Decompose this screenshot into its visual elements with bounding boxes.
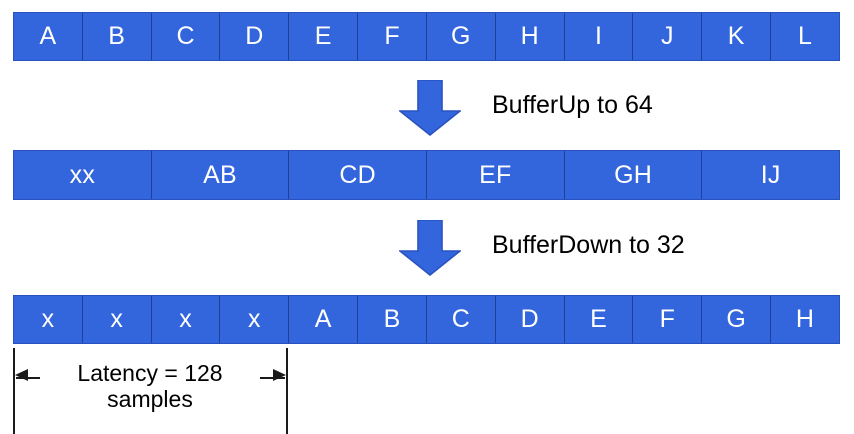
buffer-cell: B	[82, 13, 152, 60]
latency-label-line2: samples	[40, 386, 260, 412]
buffer-cell: F	[358, 13, 427, 60]
arrow-left-icon	[15, 369, 28, 381]
latency-annotation: Latency = 128 samples	[0, 344, 420, 434]
buffer-cell: EF	[427, 151, 565, 199]
buffer-cell: x	[151, 296, 221, 343]
buffer-cell: D	[220, 13, 290, 60]
latency-label-line1: Latency = 128	[40, 360, 260, 386]
arrow-right-icon	[273, 369, 286, 381]
buffer-cell: x	[82, 296, 152, 343]
buffer-cell: I	[564, 13, 634, 60]
latency-tick-right	[286, 348, 288, 434]
latency-label: Latency = 128 samples	[40, 360, 260, 412]
buffer-cell: C	[426, 296, 496, 343]
buffer-cell: G	[702, 296, 772, 343]
down-block-arrow-icon	[399, 80, 461, 136]
buffer-cell: x	[14, 296, 83, 343]
buffer-cell: K	[702, 13, 772, 60]
buffer-cell: x	[220, 296, 290, 343]
buffer-cell: E	[564, 296, 634, 343]
buffer-cell: A	[289, 296, 359, 343]
bufferup-caption: BufferUp to 64	[492, 91, 653, 119]
buffer-cell: GH	[564, 151, 703, 199]
buffer-cell: J	[633, 13, 703, 60]
latency-tick-left	[13, 348, 15, 434]
buffer-cell: AB	[151, 151, 290, 199]
buffer-cell: C	[151, 13, 221, 60]
buffer-cell: D	[495, 296, 565, 343]
buffer-cell: A	[14, 13, 83, 60]
buffer-cell: H	[495, 13, 565, 60]
buffer-cell: H	[771, 296, 839, 343]
buffer-cell: IJ	[702, 151, 840, 199]
buffer-cell: F	[633, 296, 703, 343]
buffer-cell: E	[289, 13, 359, 60]
buffer-cell: L	[771, 13, 839, 60]
buffer-cell: B	[358, 296, 427, 343]
down-block-arrow-icon	[399, 220, 461, 276]
buffer-cell: xx	[14, 151, 152, 199]
bufferdown-caption: BufferDown to 32	[492, 231, 685, 259]
buffer-cell: G	[426, 13, 496, 60]
buffer-cell: CD	[289, 151, 428, 199]
